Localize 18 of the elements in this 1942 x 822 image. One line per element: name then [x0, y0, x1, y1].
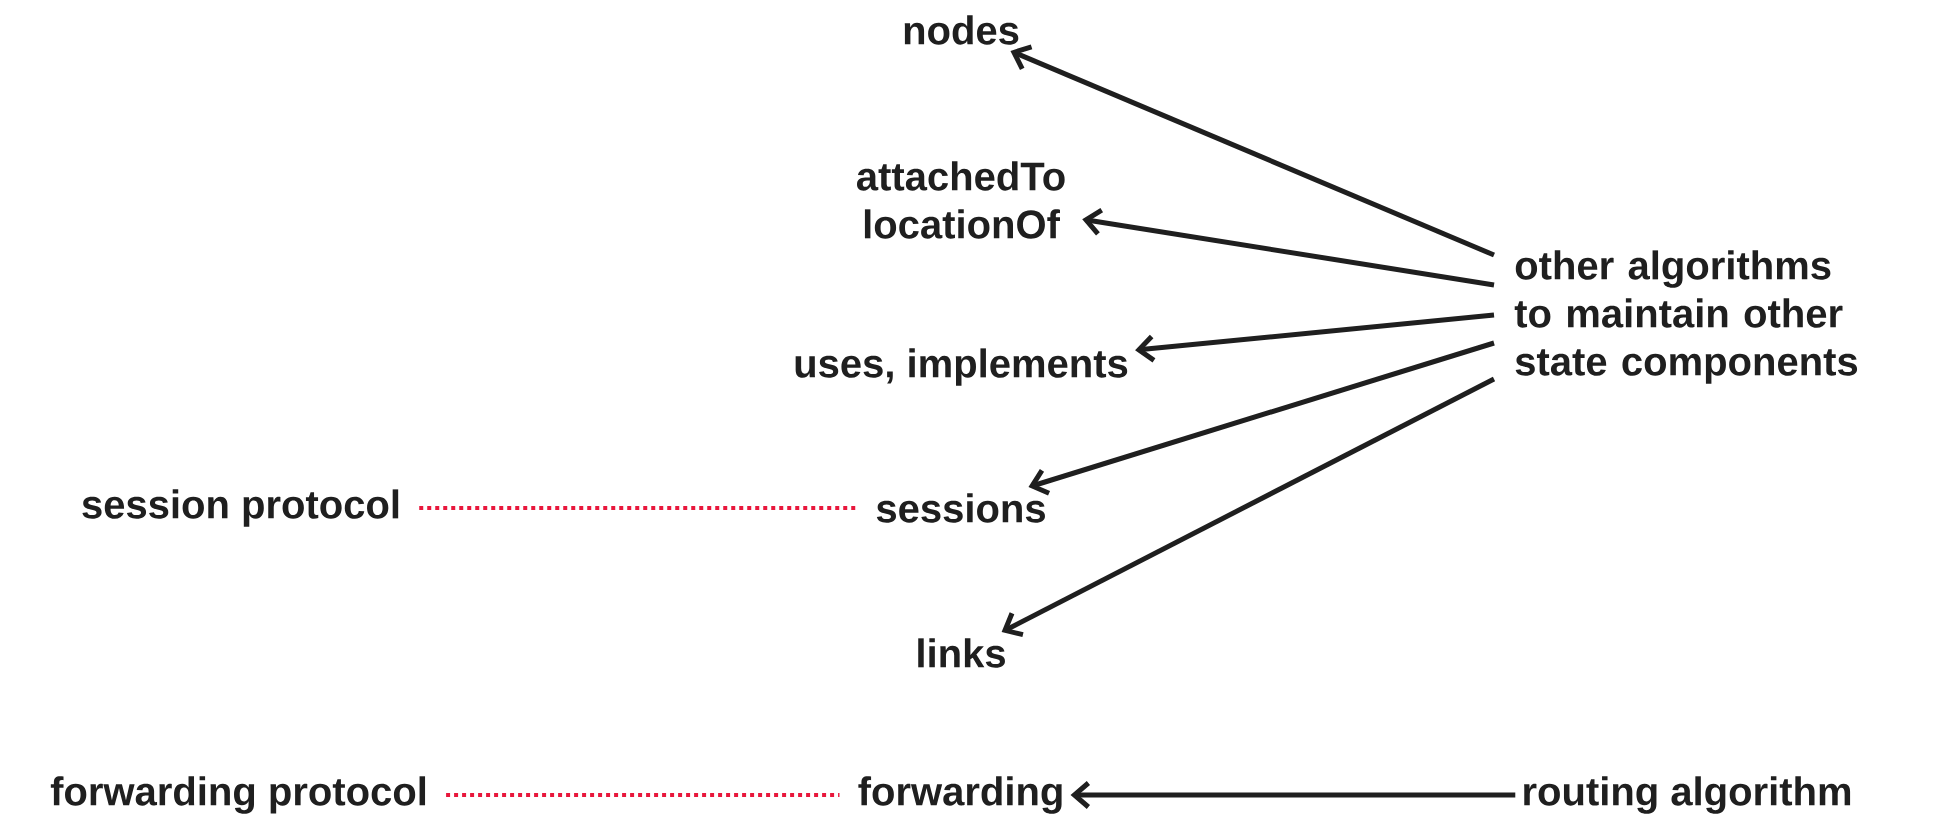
node-text: nodes — [904, 15, 1019, 45]
node-text: uses, implements — [795, 348, 1128, 386]
node-text: other algorithms to maintain other state components — [1514, 250, 1858, 384]
arrow — [1010, 44, 1495, 258]
node-text: attachedTo locationOf — [857, 161, 1065, 239]
node-text: session protocol — [82, 489, 399, 527]
arrow — [1028, 340, 1495, 496]
node-text: sessions — [876, 493, 1045, 523]
dotted-line — [419, 506, 858, 510]
node-text: routing algorithm — [1524, 776, 1851, 814]
node-text: forwarding protocol — [50, 776, 426, 814]
node-text: forwarding — [858, 776, 1062, 814]
arrow — [1070, 781, 1516, 809]
dotted-line — [446, 793, 840, 797]
arrow — [1082, 208, 1495, 288]
arrow — [1001, 376, 1496, 638]
node-text: links — [918, 638, 1005, 668]
arrow — [1135, 312, 1495, 363]
